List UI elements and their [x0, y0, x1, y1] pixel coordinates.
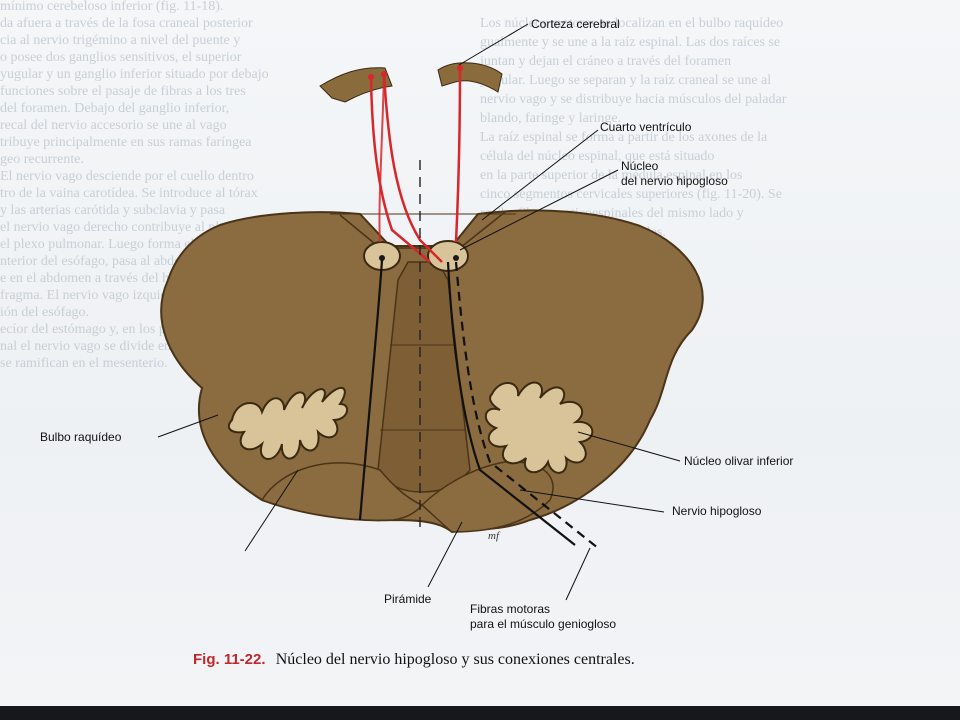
label-motor-fibers-line2: para el músculo geniogloso: [470, 617, 617, 631]
background-text-right-line: cinco segmentos cervicales superiores (f…: [480, 187, 782, 202]
background-text-left-line: tro de la vaina carotídea. Se introduce …: [0, 186, 258, 201]
cerebral-cortex-left: [319, 67, 393, 103]
figure-caption-text: Núcleo del nervio hipogloso y sus conexi…: [275, 651, 635, 668]
illustrator-initials: mf: [488, 530, 499, 542]
label-nucleus-line2: del nervio hipogloso: [621, 174, 728, 188]
label-pyramid: Pirámide: [384, 592, 432, 606]
background-text-left-line: tribuye principalmente en sus ramas farí…: [0, 135, 252, 150]
background-text-right-line: juntan y dejan el cráneo a través del fo…: [480, 54, 732, 69]
inferior-olivary-nucleus-left: [227, 387, 349, 460]
cerebral-cortex-right: [437, 62, 503, 93]
background-text-left-line: da afuera a través de la fosa craneal po…: [0, 16, 253, 31]
background-text-left-line: del foramen. Debajo del ganglio inferior…: [0, 101, 230, 116]
label-hypoglossal-nerve: Nervio hipogloso: [672, 504, 762, 518]
background-text-left-line: mínimo cerebeloso inferior (fig. 11-18).: [0, 0, 224, 14]
label-fourth-ventricle: Cuarto ventrículo: [600, 120, 692, 134]
background-text-left-line: recal del nervio accesorio se une al vag…: [0, 118, 227, 133]
background-text-right-line: nervio vago y se distribuye hacia múscul…: [480, 92, 787, 107]
background-text-right-line: blando, faringe y laringe.: [480, 111, 622, 126]
inferior-olivary-nucleus-right: [485, 381, 594, 474]
background-text-right-line: en la parte superior de la médula espina…: [480, 168, 743, 183]
label-cerebral-cortex: Corteza cerebral: [531, 17, 620, 31]
background-text-left: mínimo cerebeloso inferior (fig. 11-18).…: [0, 0, 470, 372]
label-motor-fibers-line1: Fibras motoras: [470, 602, 551, 616]
pyramid-right: [420, 461, 554, 533]
background-text-left-line: geo recurrente.: [0, 152, 84, 167]
figure-number: Fig. 11-22.: [193, 651, 266, 668]
bottom-bar: [0, 706, 960, 720]
background-text-left-line: funciones sobre el pasaje de fibras a lo…: [0, 84, 246, 99]
background-text-left-line: y las arterias carótida y subclavia y pa…: [0, 203, 226, 218]
background-text-left-line: El nervio vago desciende por el cuello d…: [0, 169, 254, 184]
background-text-left-line: se ramifican en el mesenterio.: [0, 356, 168, 371]
figure-caption: Fig. 11-22. Núcleo del nervio hipogloso …: [193, 651, 635, 669]
background-text-left-line: yugular y un ganglio inferior situado po…: [0, 67, 269, 82]
background-text-right-line: gualmente y se une a la raíz espinal. La…: [480, 35, 781, 50]
background-text-left-line: o posee dos ganglios sensitivos, el supe…: [0, 50, 242, 65]
background-text-right-line: Los núcleos motores se localizan en el b…: [480, 16, 784, 31]
background-text-left-line: cia al nervio trigémino a nivel del puen…: [0, 33, 241, 48]
label-medulla: Bulbo raquídeo: [40, 430, 122, 444]
label-olivary-nucleus: Núcleo olivar inferior: [684, 454, 794, 468]
background-text-left-line: ión del esófago.: [0, 305, 90, 320]
label-nucleus-line1: Núcleo: [621, 159, 659, 173]
background-text-right-line: La raíz espinal se forma a partir de los…: [480, 130, 768, 145]
background-text-right-line: célula del núcleo espinal, que está situ…: [480, 149, 715, 164]
